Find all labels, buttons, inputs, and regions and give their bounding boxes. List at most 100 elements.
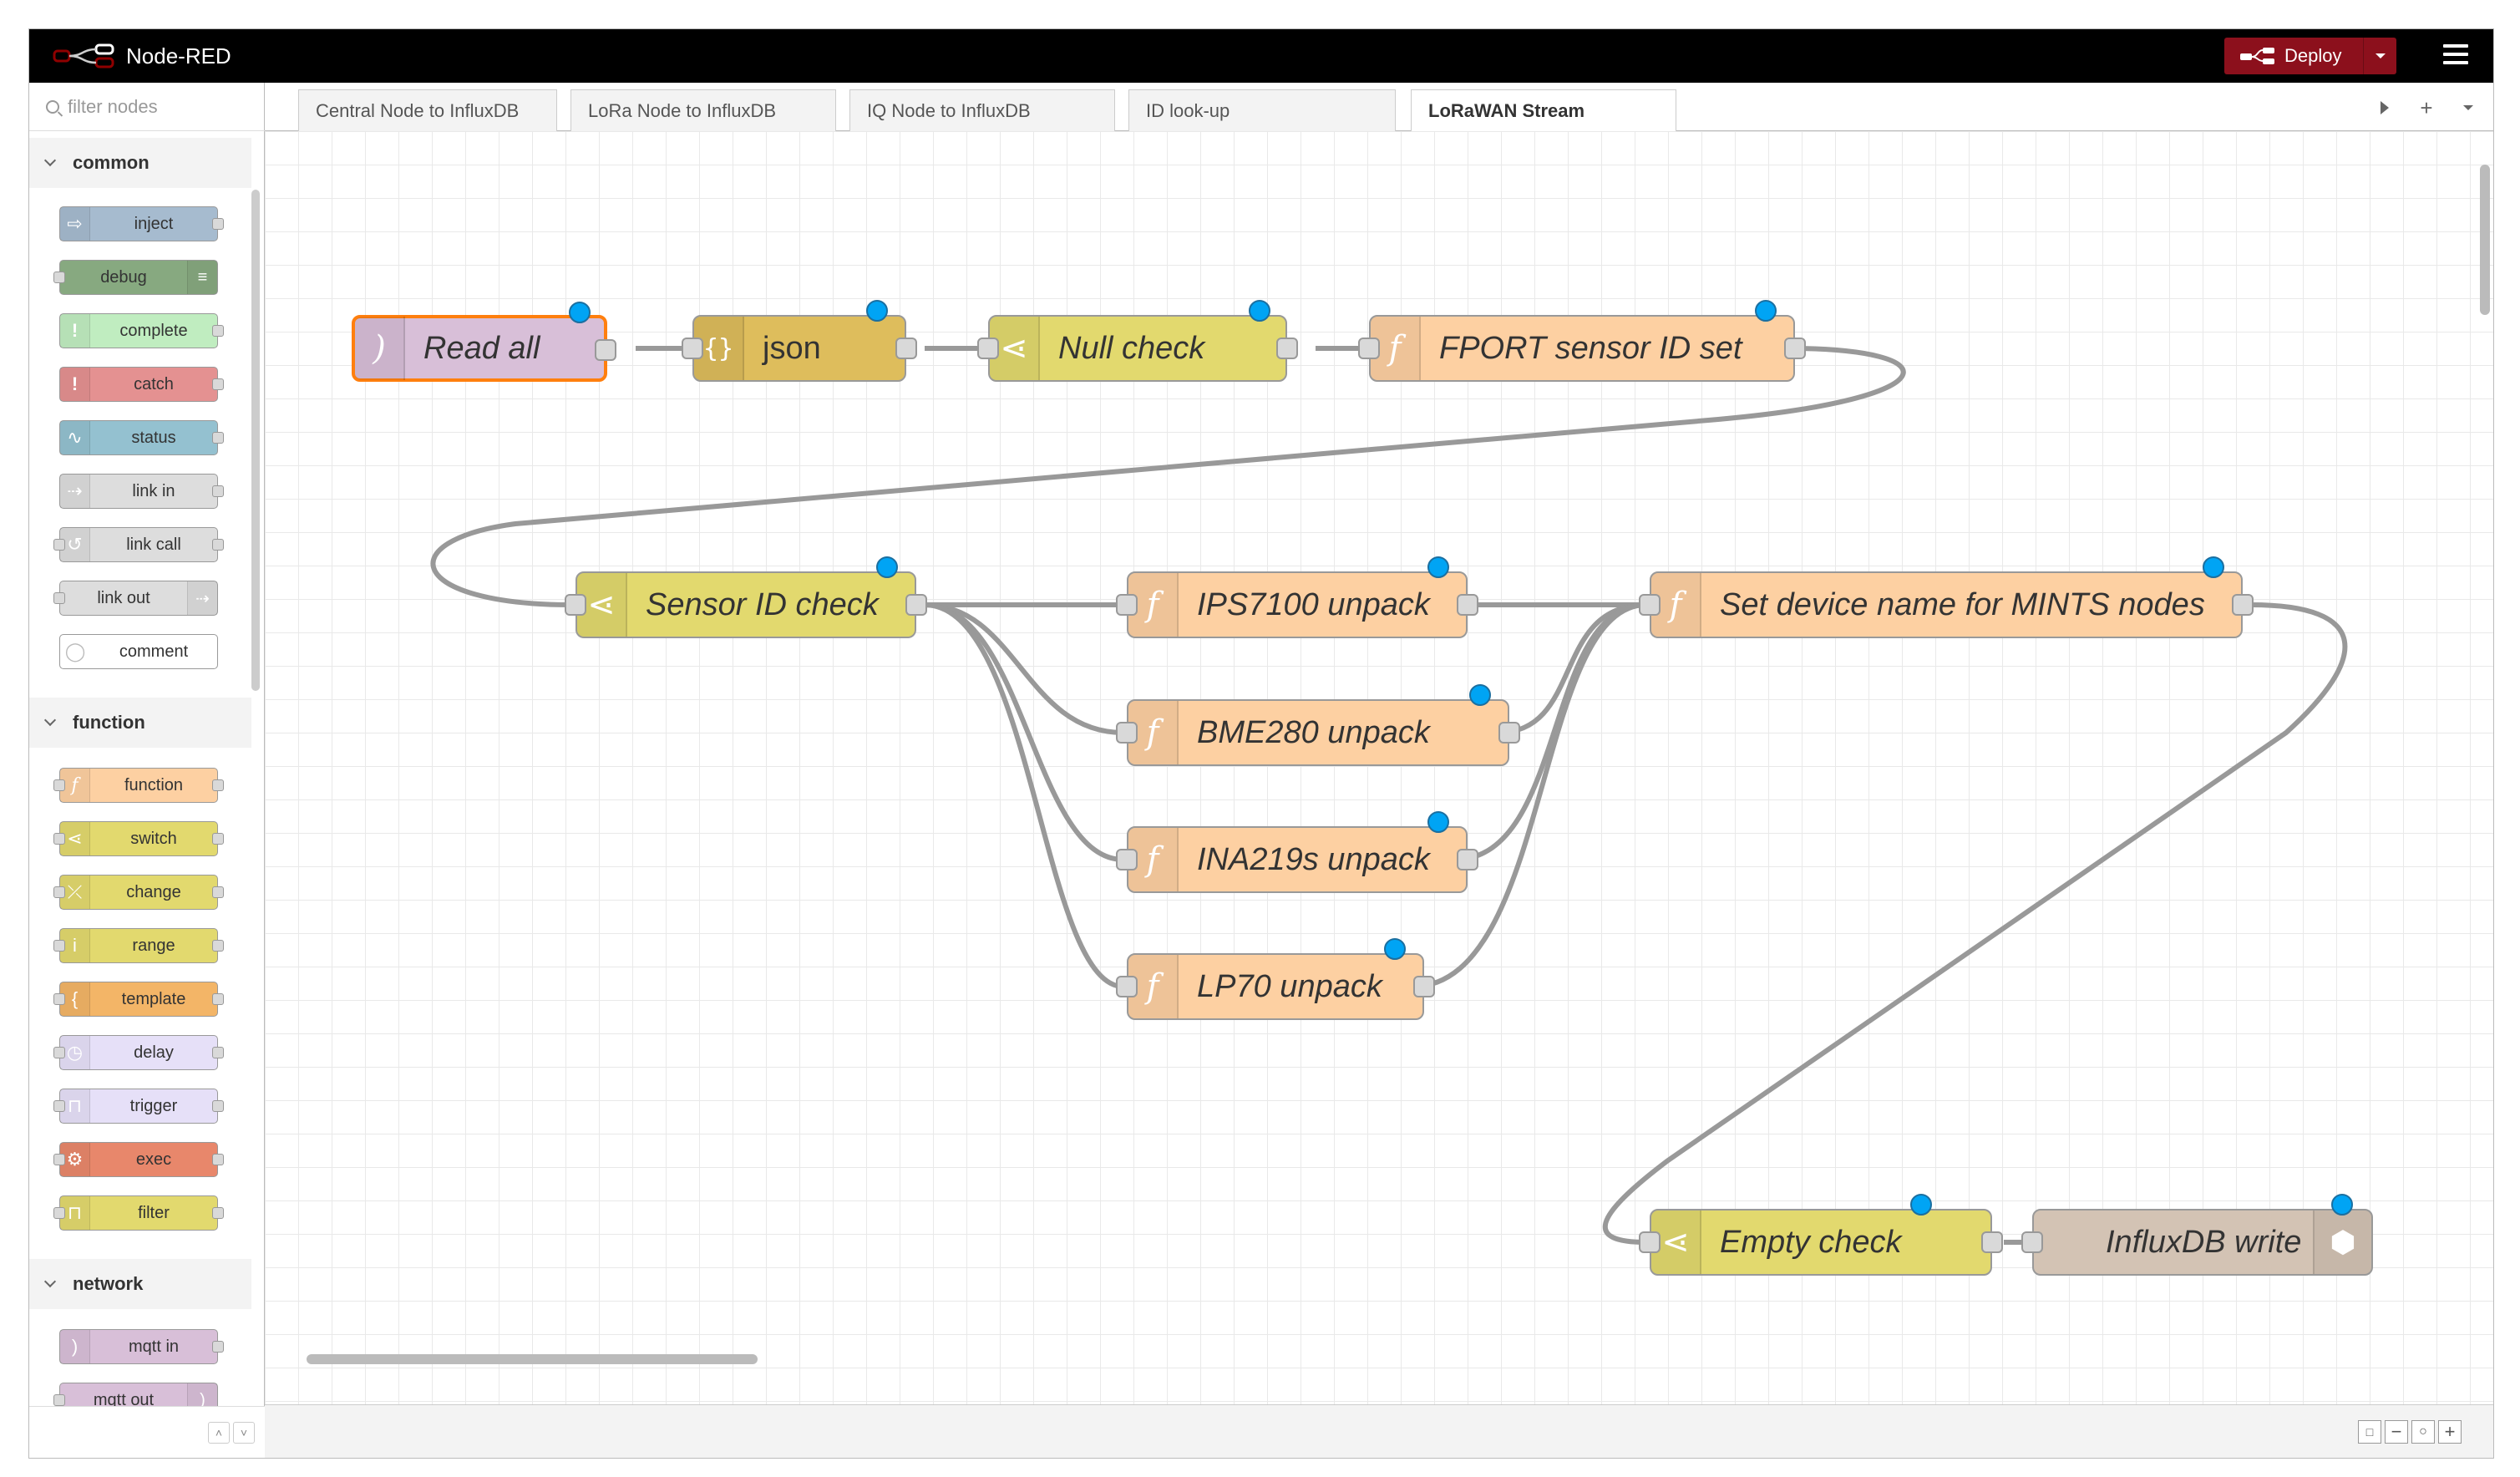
output-port[interactable] [905,594,927,616]
input-port[interactable] [1116,976,1138,997]
mqtt-icon: ) [60,1330,90,1363]
palette-node-label: comment [119,642,189,661]
workspace-vertical-scrollbar[interactable] [2480,165,2490,315]
add-flow-icon[interactable]: + [2420,94,2433,120]
palette-node-debug[interactable]: debug ≡ [53,260,218,295]
palette-node-link-call[interactable]: ↺ link call [53,527,224,562]
expand-all-icon[interactable]: ˅ [233,1422,255,1444]
zoom-reset-icon[interactable]: ○ [2411,1420,2435,1444]
flow-node-set-device-name[interactable]: f Set device name for MINTS nodes [1639,556,2254,638]
tab-lora-node-to-influxdb[interactable]: LoRa Node to InfluxDB [570,89,836,131]
input-port[interactable] [2021,1231,2043,1253]
palette-node-label: link call [126,535,181,554]
tab-label: LoRa Node to InfluxDB [588,99,777,121]
input-port[interactable] [977,338,999,359]
flow-node-sensor-id-check[interactable]: ⋖ Sensor ID check [565,556,927,638]
palette-node-label: catch [134,374,174,393]
category-header-network[interactable]: network [29,1259,251,1309]
palette-node-link-out[interactable]: link out ⇢ [53,581,218,616]
flow-workspace[interactable]: ) Read all {} json ⋖ Null check f FPORT … [265,131,2493,1406]
tab-scroll-right-icon[interactable] [2370,93,2400,123]
palette-node-template[interactable]: { template [53,982,224,1017]
input-port[interactable] [682,338,703,359]
flow-node-ina219s-unpack[interactable]: f INA219s unpack [1116,811,1478,893]
changed-indicator [2203,556,2224,578]
output-port[interactable] [2232,594,2254,616]
deploy-menu-caret-icon[interactable] [2363,38,2396,74]
flow-list-chevron-down-icon[interactable] [2453,93,2483,123]
output-port[interactable] [595,339,616,361]
wire [1497,602,1647,735]
palette-node-label: range [132,936,175,955]
input-port[interactable] [1639,1231,1661,1253]
changed-indicator [1384,938,1406,960]
palette-node-comment[interactable]: ◯ comment [59,634,218,669]
palette-node-switch[interactable]: ⋖ switch [53,821,224,856]
filter-nodes-input[interactable]: filter nodes [29,83,265,131]
flow-node-read-all[interactable]: ) Read all [352,302,616,382]
output-port[interactable] [1457,849,1478,870]
workspace-horizontal-scrollbar[interactable] [307,1354,758,1364]
changed-indicator [1469,684,1491,706]
category-header-function[interactable]: function [29,698,251,748]
palette-node-mqtt-in[interactable]: ) mqtt in [59,1329,224,1364]
flow-node-json[interactable]: {} json [682,300,917,382]
navigator-map-icon[interactable]: □ [2358,1420,2381,1444]
palette-node-exec[interactable]: ⚙ exec [53,1142,224,1177]
output-port[interactable] [895,338,917,359]
flow-node-null-check[interactable]: ⋖ Null check [977,300,1298,382]
zoom-in-icon[interactable]: + [2438,1420,2462,1444]
category-label: function [73,712,145,733]
tab-id-look-up[interactable]: ID look-up [1128,89,1396,131]
node-label: BME280 unpack [1197,714,1430,750]
palette-node-range[interactable]: i range [53,928,224,963]
input-port[interactable] [1639,594,1661,616]
output-port[interactable] [1276,338,1298,359]
flow-node-bme280-unpack[interactable]: f BME280 unpack [1116,684,1520,766]
flow-node-ips7100-unpack[interactable]: f IPS7100 unpack [1116,556,1478,638]
output-port [212,1341,224,1353]
palette-node-delay[interactable]: ◷ delay [53,1035,224,1070]
output-port[interactable] [1457,594,1478,616]
input-port[interactable] [1116,722,1138,744]
collapse-all-icon[interactable]: ˄ [208,1422,230,1444]
category-header-common[interactable]: common [29,138,251,188]
tab-label: Central Node to InfluxDB [316,99,520,121]
tab-central-node-to-influxdb[interactable]: Central Node to InfluxDB [298,89,557,131]
template-brace-icon: { [60,982,90,1016]
output-port[interactable] [1413,976,1435,997]
palette-scrollbar[interactable] [251,190,260,691]
palette-node-trigger[interactable]: ⊓ trigger [53,1089,224,1124]
palette-node-change[interactable]: ⤫ change [53,875,224,910]
tab-iq-node-to-influxdb[interactable]: IQ Node to InfluxDB [849,89,1115,131]
link-out-icon: ⇢ [187,581,217,615]
flow-node-lp70-unpack[interactable]: f LP70 unpack [1116,938,1435,1020]
tab-label: ID look-up [1146,99,1230,121]
output-port [212,378,224,390]
palette-node-catch[interactable]: ! catch [59,367,224,402]
output-port[interactable] [1981,1231,2003,1253]
palette-node-function[interactable]: f function [53,768,224,803]
palette-node-filter[interactable]: ⊓ filter [53,1195,224,1231]
input-port[interactable] [1358,338,1380,359]
palette-node-mqtt-out[interactable]: mqtt out ) [53,1383,218,1406]
exclamation-icon: ! [60,314,90,348]
output-port[interactable] [1498,722,1520,744]
palette-node-inject[interactable]: ⇨ inject [59,206,224,241]
palette-node-label: complete [119,321,188,340]
flow-node-influxdb-write[interactable]: InfluxDB write ⬢ [2021,1194,2373,1276]
palette-node-status[interactable]: ∿ status [59,420,224,455]
flow-node-empty-check[interactable]: ⋖ Empty check [1639,1194,2003,1276]
zoom-out-icon[interactable]: − [2385,1420,2408,1444]
input-port[interactable] [1116,849,1138,870]
tab-lorawan-stream[interactable]: LoRaWAN Stream [1411,89,1676,132]
input-port[interactable] [565,594,586,616]
input-port[interactable] [1116,594,1138,616]
output-port[interactable] [1784,338,1806,359]
palette-node-complete[interactable]: ! complete [59,313,224,348]
input-port [53,833,65,845]
deploy-button[interactable]: Deploy [2224,38,2396,74]
flow-node-fport-sensor-id-set[interactable]: f FPORT sensor ID set [1358,300,1806,382]
palette-node-link-in[interactable]: ⇢ link in [59,474,224,509]
hamburger-menu-icon[interactable] [2443,44,2468,68]
